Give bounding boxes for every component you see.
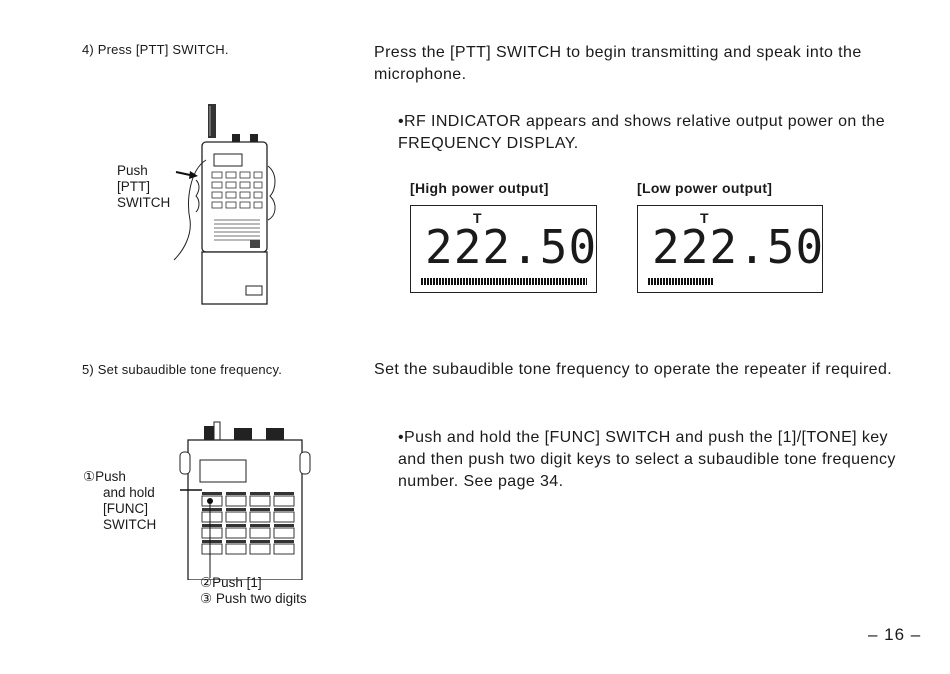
push-two-digits-label: ③ Push two digits — [200, 591, 307, 606]
push-1-label: ②Push [1] — [200, 575, 262, 590]
step4-caption: 4) Press [PTT] SWITCH. — [82, 42, 229, 57]
func-label-line-2: and hold — [103, 485, 155, 500]
radio-ptt-illustration — [110, 100, 310, 310]
func-label: ①Push and hold [FUNC] SWITCH — [83, 469, 156, 533]
low-frequency-digits: 222.50 — [652, 220, 825, 274]
low-t-indicator: T — [700, 210, 709, 226]
step5-bullet: •Push and hold the [FUNC] SWITCH and pus… — [398, 429, 896, 490]
step5-caption: 5) Set subaudible tone frequency. — [82, 362, 283, 377]
func-label-line-1: ①Push — [83, 469, 126, 484]
radio-func-illustration — [170, 420, 320, 581]
radio-ptt-drawing — [173, 104, 276, 305]
ptt-label-line-3: SWITCH — [117, 195, 171, 210]
step5-instruction: Set the subaudible tone frequency to ope… — [374, 359, 904, 381]
ptt-label-line-2: [PTT] — [117, 179, 150, 194]
low-rf-indicator-bar — [648, 278, 714, 285]
high-rf-indicator-bar — [421, 278, 587, 285]
high-power-title: [High power output] — [410, 180, 549, 196]
high-frequency-digits: 222.50 — [425, 220, 598, 274]
ptt-label-line-1: Push — [117, 163, 148, 178]
step4-text: Press the [PTT] SWITCH to begin transmit… — [374, 44, 862, 83]
keypad-sub-label: ②Push [1] ③ Push two digits — [200, 575, 307, 607]
step4-bullet: •RF INDICATOR appears and shows relative… — [398, 113, 886, 152]
func-label-line-3: [FUNC] — [103, 501, 148, 516]
radio-func-drawing — [179, 421, 311, 581]
low-power-display: T 222.50 — [637, 205, 823, 293]
page-number: – 16 – — [868, 625, 922, 644]
step5-text: Set the subaudible tone frequency to ope… — [374, 361, 893, 378]
high-t-indicator: T — [473, 210, 482, 226]
func-label-line-4: SWITCH — [103, 517, 157, 532]
step4-instruction: Press the [PTT] SWITCH to begin transmit… — [374, 42, 904, 86]
low-power-title: [Low power output] — [637, 180, 773, 196]
ptt-label: Push [PTT] SWITCH — [117, 163, 170, 211]
high-power-display: T 222.50 — [410, 205, 597, 293]
